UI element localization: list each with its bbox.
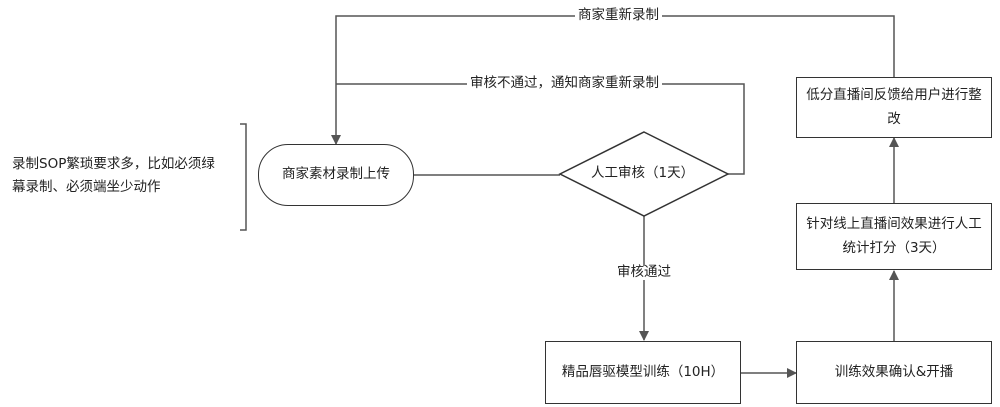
node-confirm-label: 训练效果确认&开播: [834, 363, 954, 380]
node-score-label: 针对线上直播间效果进行人工统计打分（3天）: [806, 215, 982, 256]
side-note: 录制SOP繁琐要求多，比如必须绿幕录制、必须端坐少动作: [12, 156, 215, 195]
node-confirm: 训练效果确认&开播: [796, 341, 992, 404]
edge-label-pass: 审核通过: [614, 265, 674, 280]
node-review-label: 人工审核（1天）: [591, 165, 695, 181]
review-diamond: [558, 131, 730, 217]
node-train-label: 精品唇驱模型训练（10H）: [561, 363, 725, 380]
node-upload-label: 商家素材录制上传: [282, 166, 390, 183]
edge-label-rerecord: 商家重新录制: [575, 8, 662, 23]
node-feedback-label: 低分直播间反馈给用户进行整改: [806, 86, 982, 127]
node-feedback: 低分直播间反馈给用户进行整改: [796, 77, 992, 138]
node-upload: 商家素材录制上传: [258, 144, 414, 206]
node-score: 针对线上直播间效果进行人工统计打分（3天）: [796, 203, 992, 270]
note-bracket: [240, 123, 247, 231]
node-train: 精品唇驱模型训练（10H）: [545, 341, 741, 404]
edge-label-reject: 审核不通过，通知商家重新录制: [467, 76, 662, 91]
